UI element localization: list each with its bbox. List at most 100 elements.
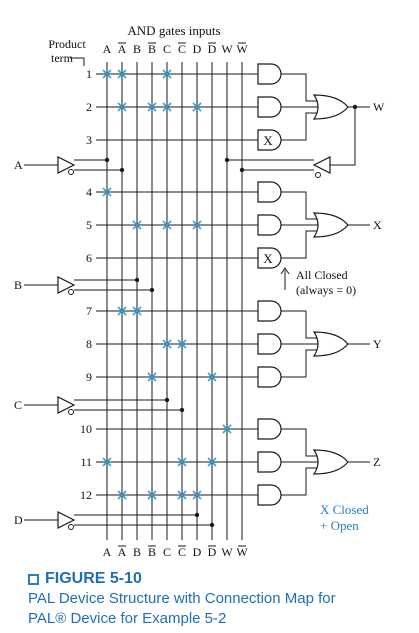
column-header-8: W <box>221 42 233 56</box>
feedback-wire <box>330 107 356 166</box>
column-footer-5: C <box>178 545 186 559</box>
and-gate-11 <box>257 451 282 473</box>
junction-dot <box>179 407 185 413</box>
input-invert-bubble <box>68 289 74 295</box>
product-term-label-1: Product <box>48 37 86 51</box>
term-number-9: 9 <box>86 370 92 384</box>
feedback-invert-bubble <box>315 172 321 178</box>
and-to-or-wire <box>281 467 318 496</box>
fuse-closed-mark <box>117 490 127 500</box>
input-buffer-B <box>57 276 76 294</box>
and-to-or-wire <box>281 349 318 378</box>
junction-dot <box>194 512 200 518</box>
legend-open: + Open <box>320 518 359 533</box>
or-gate-Y <box>312 331 349 357</box>
or-gate-Z <box>312 449 349 475</box>
or-gate-W <box>312 94 349 120</box>
term-number-6: 6 <box>86 251 92 265</box>
input-buffer-C <box>57 396 76 414</box>
figure-title: FIGURE 5-10 <box>45 570 142 587</box>
column-header-3: B <box>148 42 156 56</box>
fuse-closed-mark <box>117 306 127 316</box>
column-header-2: B <box>133 42 141 56</box>
fuse-closed-mark <box>132 220 142 230</box>
fuse-closed-mark <box>102 69 112 79</box>
feedback-buffer <box>312 156 331 174</box>
fuse-closed-mark <box>177 339 187 349</box>
and-inputs-title: AND gates inputs <box>127 23 220 38</box>
fuse-closed-mark <box>177 457 187 467</box>
column-header-7: D <box>208 42 217 56</box>
column-header-4: C <box>163 42 171 56</box>
junction-dot <box>134 277 140 283</box>
junction-dot <box>209 522 215 528</box>
fuse-closed-mark <box>102 187 112 197</box>
term-number-12: 12 <box>80 488 92 502</box>
and-gate-4 <box>257 181 282 203</box>
term-number-2: 2 <box>86 100 92 114</box>
column-footer-7: D <box>208 545 217 559</box>
term-number-4: 4 <box>86 185 92 199</box>
and-gate-6 <box>257 247 282 269</box>
input-buffer-A <box>57 156 76 174</box>
fuse-closed-mark <box>102 457 112 467</box>
fuse-closed-mark <box>162 339 172 349</box>
legend-closed: X Closed <box>320 502 369 517</box>
input-label-C: C <box>14 398 22 412</box>
column-footer-4: C <box>163 545 171 559</box>
input-label-B: B <box>14 278 22 292</box>
fuse-closed-mark <box>222 424 232 434</box>
and-gate-10 <box>257 418 282 440</box>
input-label-A: A <box>14 158 23 172</box>
term-number-10: 10 <box>80 422 92 436</box>
column-header-1: A <box>118 42 127 56</box>
fuse-closed-mark <box>132 306 142 316</box>
column-header-0: A <box>103 42 112 56</box>
figure-square-icon <box>28 573 39 585</box>
product-term-label-2: term <box>51 51 74 65</box>
and-to-or-wire <box>281 230 318 259</box>
gate-fuse-x: X <box>263 251 273 266</box>
and-to-or-wire <box>281 428 318 457</box>
column-footer-8: W <box>221 545 233 559</box>
junction-dot <box>119 167 125 173</box>
term-number-3: 3 <box>86 133 92 147</box>
output-label-W: W <box>373 100 385 114</box>
input-invert-bubble <box>68 409 74 415</box>
diagram-labels: AND gates inputs Product term All Closed… <box>48 23 369 533</box>
column-footer-1: A <box>118 545 127 559</box>
fuse-closed-mark <box>192 220 202 230</box>
fuse-closed-mark <box>192 490 202 500</box>
column-footer-3: B <box>148 545 156 559</box>
figure-caption: FIGURE 5-10 PAL Device Structure with Co… <box>28 570 413 628</box>
figure-description-1: PAL Device Structure with Connection Map… <box>28 590 336 607</box>
and-gate-9 <box>257 366 282 388</box>
column-footer-0: A <box>103 545 112 559</box>
and-to-or-wire <box>281 73 318 102</box>
term-number-5: 5 <box>86 218 92 232</box>
and-gate-3 <box>257 129 282 151</box>
product-term-pointer <box>70 57 85 66</box>
and-gate-1 <box>257 63 282 85</box>
fuse-closed-mark <box>147 372 157 382</box>
column-header-6: D <box>193 42 202 56</box>
fuse-closed-mark <box>162 220 172 230</box>
gate-fuse-x: X <box>263 133 273 148</box>
input-invert-bubble <box>68 524 74 530</box>
all-closed-label: All Closed <box>296 268 348 282</box>
input-invert-bubble <box>68 169 74 175</box>
column-header-9: W <box>236 42 248 56</box>
term-number-8: 8 <box>86 337 92 351</box>
term-number-7: 7 <box>86 304 92 318</box>
junction-dot <box>149 287 155 293</box>
output-label-Y: Y <box>373 337 382 351</box>
fuse-closed-mark <box>192 102 202 112</box>
output-label-X: X <box>373 218 382 232</box>
column-header-5: C <box>178 42 186 56</box>
fuse-closed-mark <box>162 69 172 79</box>
input-buffer-D <box>57 511 76 529</box>
and-to-or-wire <box>281 310 318 339</box>
term-number-11: 11 <box>80 455 92 469</box>
